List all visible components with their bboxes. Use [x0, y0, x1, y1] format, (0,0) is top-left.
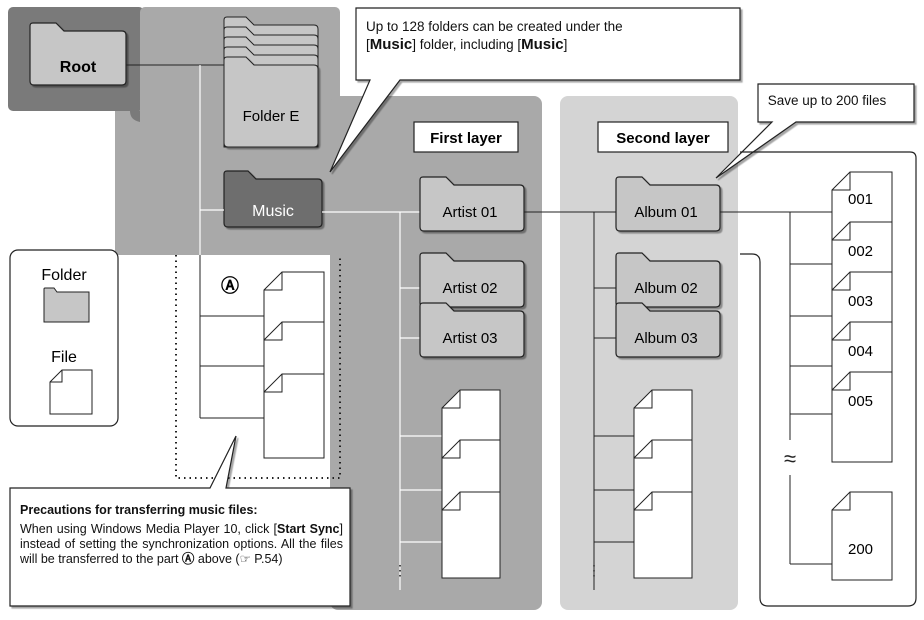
folder-e-stack	[223, 16, 319, 148]
top-callout-line-1: Up to 128 folders can be created under t…	[366, 19, 623, 34]
file-001-label: 001	[848, 191, 873, 208]
legend-file-label: File	[51, 349, 77, 366]
album-01-label: Album 01	[634, 204, 697, 221]
part-a-marker: Ⓐ	[221, 275, 239, 296]
artist-01-label: Artist 01	[442, 204, 497, 221]
second-layer-files	[633, 389, 693, 579]
artist-03-label: Artist 03	[442, 330, 497, 347]
legend-folder-icon	[43, 287, 90, 323]
numbered-files	[831, 171, 893, 581]
music-folder-icon	[223, 170, 323, 228]
file-004-label: 004	[848, 343, 873, 360]
folder-e-label: Folder E	[243, 108, 300, 125]
top-callout-box	[329, 7, 741, 173]
file-003-label: 003	[848, 293, 873, 310]
first-layer-label: First layer	[430, 130, 502, 147]
file-005-label: 005	[848, 393, 873, 410]
music-label: Music	[252, 203, 294, 220]
files-callout-box	[715, 83, 915, 179]
second-layer-ellipsis: ⋮	[587, 562, 601, 578]
second-panel-extension	[115, 111, 155, 255]
file-002-label: 002	[848, 243, 873, 260]
root-label: Root	[60, 59, 97, 76]
album-03-label: Album 03	[634, 330, 697, 347]
files-callout-text: Save up to 200 files	[767, 93, 887, 108]
part-a-files	[263, 271, 325, 459]
legend-file-icon	[49, 369, 93, 415]
first-layer-ellipsis: ⋮	[393, 562, 407, 578]
first-layer-files	[441, 389, 501, 579]
artist-02-label: Artist 02	[442, 280, 497, 297]
album-02-label: Album 02	[634, 280, 697, 297]
second-layer-label: Second layer	[616, 130, 710, 147]
precautions-text: Precautions for transferring music files…	[20, 503, 343, 567]
file-200-label: 200	[848, 541, 873, 558]
precautions-box	[9, 435, 351, 607]
root-folder-icon	[29, 22, 127, 86]
files-bracket	[740, 151, 917, 607]
top-callout-line-2: [Music] folder, including [Music]	[366, 36, 568, 53]
precautions-title: Precautions for transferring music files…	[20, 503, 258, 517]
precautions-body: When using Windows Media Player 10, clic…	[20, 522, 343, 566]
part-a-dotted-area	[175, 255, 341, 479]
legend-folder-label: Folder	[41, 267, 87, 284]
top-callout-text: Up to 128 folders can be created under t…	[366, 18, 726, 54]
break-symbol: ≈	[784, 446, 796, 471]
